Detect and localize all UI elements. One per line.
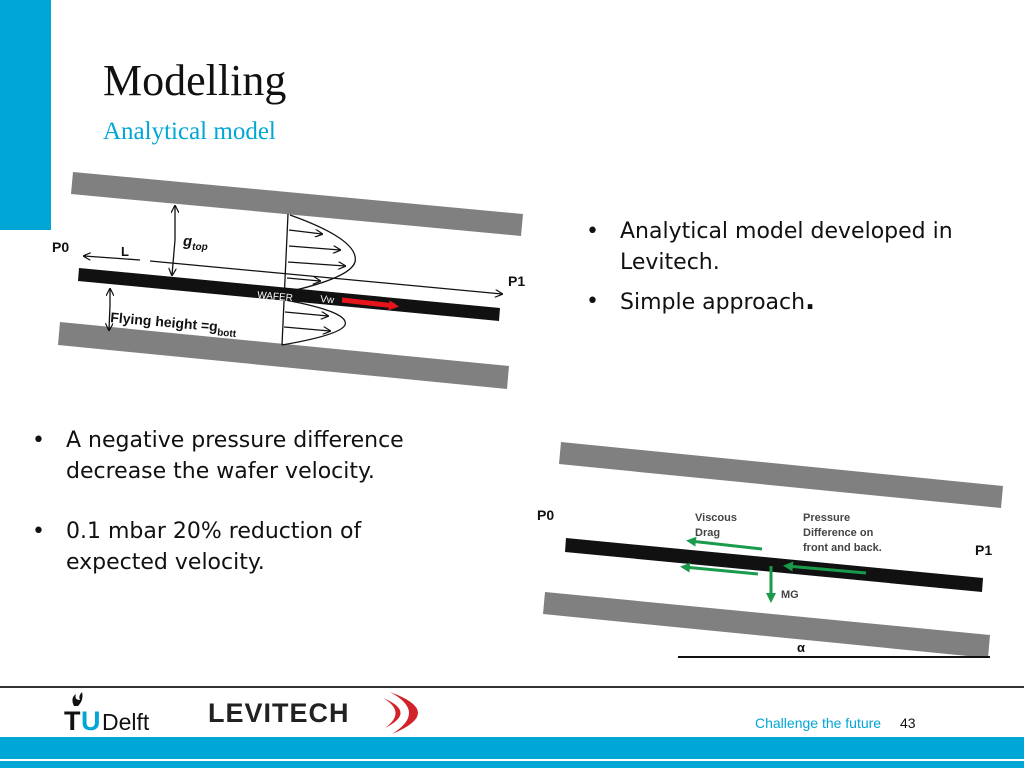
- gap-bottom-arrow-down: [109, 304, 110, 330]
- top-plate-upper: [71, 172, 523, 236]
- gap-top-arrow-down: [172, 239, 175, 275]
- tudelft-logo: T U Delft: [64, 692, 150, 736]
- bullet-item: A negative pressure difference decrease …: [32, 425, 452, 487]
- profile-axis: [281, 213, 289, 346]
- label-front-back: front and back.: [803, 542, 882, 554]
- drag-arrow-lower: [680, 562, 759, 576]
- bottom-wafer: [565, 538, 983, 592]
- label-gtop: gtop: [182, 233, 208, 253]
- bullet-item: 0.1 mbar 20% reduction of expected veloc…: [32, 516, 452, 578]
- label-alpha: α: [797, 640, 805, 655]
- profile-arrow: [286, 278, 320, 281]
- bullet-list-right: Analytical model developed in Levitech. …: [586, 216, 1006, 326]
- profile-arrow: [288, 245, 340, 250]
- label-p0-bottom: P0: [537, 507, 554, 523]
- length-arrow-right: [149, 260, 502, 294]
- label-vw: Vw: [320, 294, 336, 306]
- bullet-list-left: A negative pressure difference decrease …: [32, 425, 452, 607]
- logo-t: T: [64, 706, 81, 736]
- label-viscous: Viscous: [695, 512, 737, 524]
- flame-icon: [72, 692, 83, 706]
- levitech-swoosh-inner-icon: [383, 698, 401, 728]
- profile-arrow: [283, 326, 330, 331]
- bottom-plate-upper: [559, 442, 1003, 508]
- viscous-drag-arrow: [686, 536, 763, 551]
- top-plate-lower: [58, 322, 509, 389]
- slide-subtitle: Analytical model: [103, 118, 276, 145]
- levitech-logo: LEVITECH: [208, 692, 419, 734]
- footer-bar-bottom: [0, 761, 1024, 768]
- slide-title: Modelling: [103, 56, 287, 105]
- label-p1: P1: [508, 273, 525, 289]
- profile-arrow: [287, 261, 345, 266]
- pressure-arrow: [783, 561, 867, 575]
- label-drag: Drag: [695, 527, 720, 539]
- footer-tagline: Challenge the future: [755, 715, 882, 731]
- logo-u: U: [81, 706, 101, 736]
- label-l: L: [121, 244, 129, 259]
- label-p1-bottom: P1: [975, 542, 992, 558]
- bullet-item: Simple approach.: [586, 286, 1006, 318]
- levitech-swoosh-icon: [390, 692, 419, 734]
- label-wafer: WAFER: [257, 290, 294, 304]
- length-arrow: [84, 256, 141, 261]
- label-difference: Difference on: [803, 527, 874, 539]
- velocity-profile-lower: [281, 299, 346, 346]
- profile-arrow: [284, 312, 328, 316]
- levitech-wordmark: LEVITECH: [208, 698, 350, 728]
- footer-divider: [0, 686, 1024, 688]
- page-number: 43: [900, 715, 916, 731]
- bottom-plate-lower: [543, 592, 990, 658]
- footer-bar: [0, 737, 1024, 759]
- label-p0: P0: [52, 239, 69, 255]
- logo-delft: Delft: [102, 709, 150, 735]
- profile-arrow: [288, 230, 322, 234]
- accent-strip: [0, 0, 51, 230]
- bullet-item: Analytical model developed in Levitech.: [586, 216, 1006, 278]
- velocity-arrow: [341, 297, 399, 311]
- label-mg: MG: [781, 589, 799, 601]
- label-pressure: Pressure: [803, 512, 850, 524]
